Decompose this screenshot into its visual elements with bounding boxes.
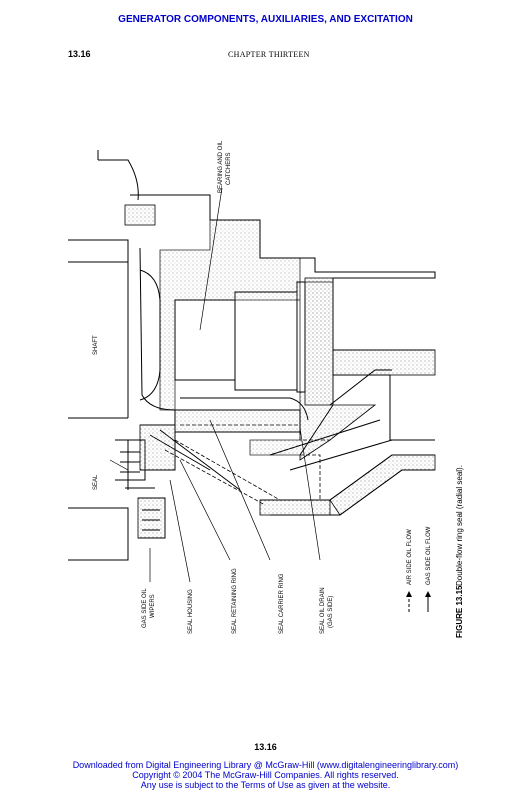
label-seal-oil-drain: SEAL OIL DRAIN: [320, 587, 326, 634]
label-catchers: CATCHERS: [226, 152, 232, 185]
legend-gas-side: GAS SIDE OIL FLOW: [426, 526, 432, 585]
caption-text: Double-flow ring seal (radial seal).: [455, 465, 464, 586]
legend-air-side: AIR SIDE OIL FLOW: [407, 529, 413, 585]
chapter-heading: CHAPTER THIRTEEN: [228, 50, 310, 59]
page-number-bottom: 13.16: [254, 742, 277, 752]
oil-flow-paths: [164, 424, 330, 506]
label-seal: SEAL: [93, 474, 99, 490]
footer-copyright: Copyright © 2004 The McGraw-Hill Compani…: [132, 770, 399, 780]
label-seal-retaining-ring: SEAL RETAINING RING: [232, 568, 238, 634]
leader-lines: [109, 187, 321, 583]
label-gas-side: (GAS SIDE): [328, 596, 334, 628]
label-wipers: WIPERS: [150, 594, 156, 618]
footer-download-link[interactable]: Downloaded from Digital Engineering Libr…: [72, 760, 459, 770]
figure-labels: BEARING AND OIL CATCHERS SHAFT SEAL GAS …: [93, 140, 334, 634]
stippled-areas: [124, 204, 436, 539]
flow-legend: AIR SIDE OIL FLOW GAS SIDE OIL FLOW: [406, 526, 432, 612]
label-seal-carrier-ring: SEAL CARRIER RING: [279, 573, 285, 634]
label-seal-housing: SEAL HOUSING: [188, 589, 194, 634]
caption-label: FIGURE 13.15: [455, 585, 464, 638]
label-bearing: BEARING AND OIL: [218, 140, 224, 193]
figure-caption: FIGURE 13.15 Double-flow ring seal (radi…: [455, 465, 464, 638]
label-shaft: SHAFT: [93, 335, 99, 355]
page-number-top: 13.16: [68, 49, 91, 59]
running-head: GENERATOR COMPONENTS, AUXILIARIES, AND E…: [118, 14, 413, 25]
footer-terms[interactable]: Any use is subject to the Terms of Use a…: [140, 780, 391, 790]
footer: Downloaded from Digital Engineering Libr…: [0, 760, 531, 790]
label-gas-side-oil: GAS SIDE OIL: [142, 588, 148, 628]
